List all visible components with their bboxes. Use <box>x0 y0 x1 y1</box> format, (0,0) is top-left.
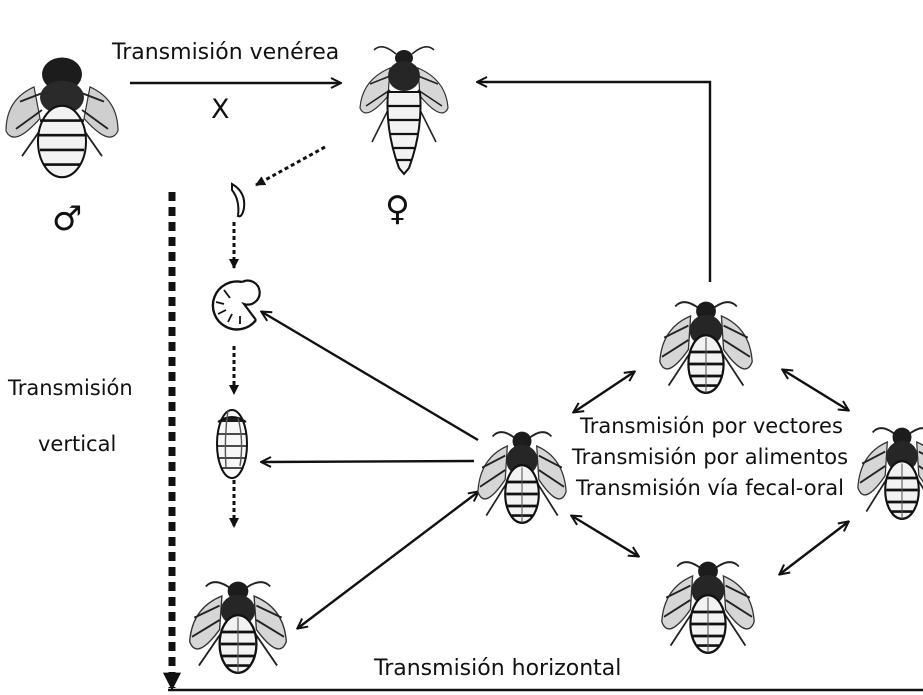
worker-bottom-icon <box>662 562 754 653</box>
egg-icon <box>232 184 244 216</box>
worker-hub-icon <box>478 432 566 523</box>
bottom-right-arrow <box>780 522 848 574</box>
new-bee-icon <box>190 582 287 673</box>
vectors-transmission-label: Transmisión por vectores <box>580 416 840 437</box>
hub-bottom-arrow <box>572 516 638 556</box>
hub-to-pupa-arrow <box>262 461 474 462</box>
worker-top-icon <box>660 302 752 393</box>
male-symbol: ♂ <box>52 202 82 236</box>
male-bee-icon <box>6 58 118 178</box>
return-to-queen-arrow <box>478 82 710 282</box>
hub-to-larva-arrow <box>262 312 478 440</box>
blocked-x-label: X <box>211 96 230 123</box>
vertical-transmission-label-line1: Transmisión <box>8 378 133 399</box>
queen-bee-icon <box>360 47 448 174</box>
larva-icon <box>213 281 260 330</box>
vertical-transmission-label-line2: vertical <box>38 434 116 455</box>
hub-top-arrow <box>574 372 634 412</box>
food-transmission-label: Transmisión por alimentos <box>570 447 850 468</box>
queen-to-egg-arrow <box>256 147 325 185</box>
hub-to-bee-arrow <box>298 492 478 628</box>
female-symbol: ♀ <box>385 192 410 226</box>
pupa-icon <box>217 410 247 478</box>
horizontal-transmission-label: Transmisión horizontal <box>370 658 625 680</box>
venereal-transmission-label: Transmisión venérea <box>112 42 339 64</box>
top-right-arrow <box>783 370 848 410</box>
worker-right-icon <box>858 428 923 519</box>
fecal-oral-transmission-label: Transmisión vía fecal-oral <box>575 478 845 499</box>
